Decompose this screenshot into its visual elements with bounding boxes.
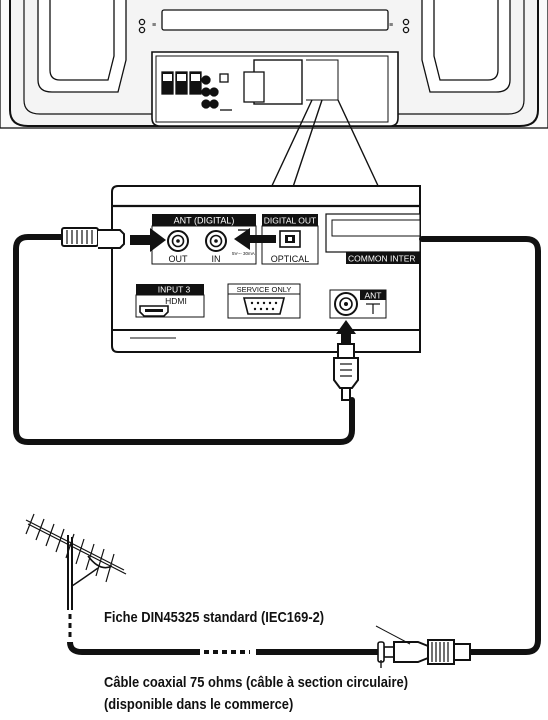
ant-socket <box>334 292 358 316</box>
callout-lines <box>269 99 381 191</box>
out-label: OUT <box>169 254 189 264</box>
digital-out-label: DIGITAL OUT <box>264 216 316 226</box>
coaxial-cable <box>13 234 541 655</box>
out-arrow-icon <box>130 228 166 252</box>
power-note: 5V--- 30mA <box>232 251 255 256</box>
ant-in-socket <box>205 230 227 252</box>
input3-label: INPUT 3 <box>158 285 191 295</box>
ant-plug <box>333 320 359 401</box>
common-interface-label: COMMON INTER <box>348 254 416 264</box>
hdmi-socket <box>139 305 169 317</box>
left-plug <box>61 227 125 249</box>
cable-caption-line1: Câble coaxial 75 ohms (câble à section c… <box>104 674 409 691</box>
optical-socket <box>279 230 301 248</box>
service-only-label: SERVICE ONLY <box>237 285 292 294</box>
plug-leader-line <box>375 625 411 645</box>
ant-digital-label: ANT (DIGITAL) <box>174 216 235 226</box>
plug-caption: Fiche DIN45325 standard (IEC169-2) <box>104 609 325 626</box>
service-port <box>242 297 286 315</box>
hdmi-label: HDMI <box>165 296 187 306</box>
cable-caption-line2: (disponible dans le commerce) <box>104 696 294 713</box>
svg-text:≡: ≡ <box>389 22 393 29</box>
svg-text:≡: ≡ <box>152 22 156 29</box>
connector-panel: ANT (DIGITAL) OUT IN 5V--- 30mA DIGITAL … <box>111 185 421 353</box>
antenna-symbol-icon <box>366 303 380 314</box>
tv-rear: ≡ ≡ <box>0 0 548 129</box>
optical-label: OPTICAL <box>271 254 310 264</box>
antenna-icon <box>25 513 127 610</box>
in-label: IN <box>212 254 221 264</box>
ant-out-socket <box>167 230 189 252</box>
in-arrow-icon <box>234 228 276 250</box>
ant-label: ANT <box>365 291 382 301</box>
antenna-lead <box>67 614 386 655</box>
bottom-plug <box>377 639 471 668</box>
